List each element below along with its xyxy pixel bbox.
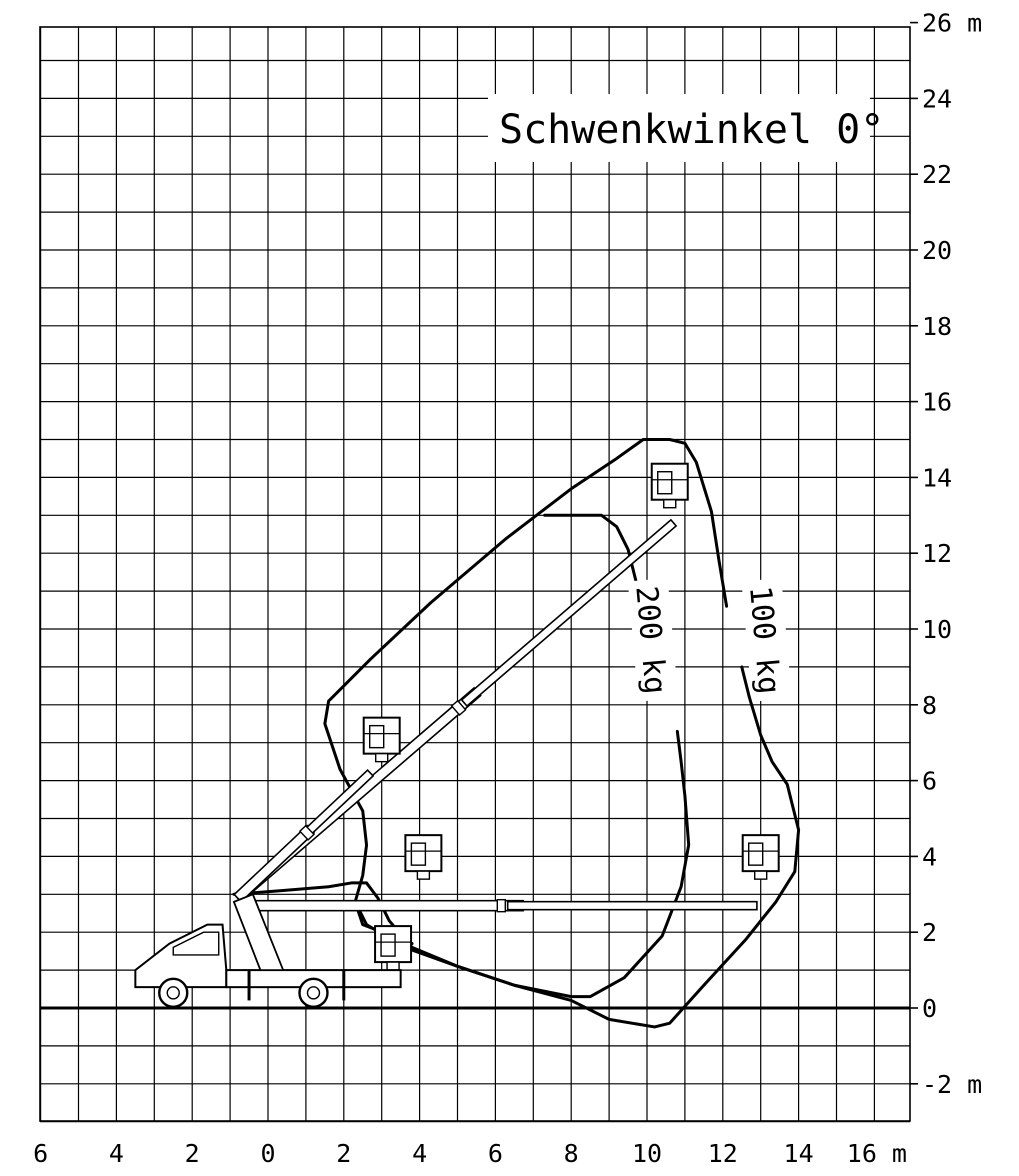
x-tick-label: 6	[488, 1139, 503, 1168]
load-label-bg	[627, 578, 679, 702]
basket-door	[380, 933, 396, 957]
basket-mount	[663, 499, 677, 509]
y-tick-label: 0	[922, 994, 937, 1023]
boom-arm	[233, 768, 375, 903]
envelope-curve	[232, 665, 801, 1029]
truck-wheel-hub	[306, 986, 321, 1000]
basket-door	[369, 724, 385, 749]
basket-mount	[386, 961, 400, 971]
basket	[374, 925, 413, 971]
basket-door	[410, 842, 427, 866]
boom-section-base	[236, 899, 525, 912]
basket	[362, 716, 401, 763]
envelope-curve	[357, 729, 691, 999]
x-tick-label: 16 m	[847, 1139, 907, 1168]
y-tick-label: 12	[922, 539, 952, 568]
y-tick-label: 14	[922, 463, 952, 492]
envelope-curve	[543, 513, 641, 601]
truck	[134, 893, 402, 1009]
truck-window	[172, 931, 220, 956]
x-tick-label: 14	[784, 1139, 814, 1168]
x-tick-label: 10	[632, 1139, 662, 1168]
boom-positions	[233, 462, 780, 971]
x-tick-label: 8	[564, 1139, 579, 1168]
basket	[404, 834, 443, 880]
reach-envelopes	[232, 438, 801, 1029]
boom-section-tip	[506, 900, 758, 911]
basket-mount	[754, 870, 768, 880]
y-tick-label: -2 m	[922, 1070, 982, 1099]
x-tick-label: 2	[185, 1139, 200, 1168]
y-tick-label: 18	[922, 312, 952, 341]
x-tick-label: 4	[109, 1139, 124, 1168]
boom-joint	[450, 699, 467, 717]
basket	[650, 462, 689, 509]
basket	[741, 834, 780, 880]
x-tick-label: 4	[412, 1139, 427, 1168]
y-tick-label: 16	[922, 388, 952, 417]
boom-section-tip	[460, 518, 678, 708]
y-tick-label: 2	[922, 918, 937, 947]
y-tick-label: 24	[922, 84, 952, 113]
truck-wheel-hub	[166, 986, 180, 1000]
boom-arm	[236, 898, 758, 913]
x-tick-label: 0	[260, 1139, 275, 1168]
truck-turret	[232, 893, 285, 971]
diagram-title: Schwenkwinkel 0°	[499, 107, 884, 153]
x-tick-label: 12	[708, 1139, 738, 1168]
boom-joint	[496, 898, 506, 913]
basket-door	[657, 471, 673, 495]
y-tick-label: 20	[922, 236, 952, 265]
y-tick-label: 8	[922, 691, 937, 720]
y-tick-label: 10	[922, 615, 952, 644]
x-axis-ticks: 6 4 2 0 2 4 6 8 10 12 14 16 m	[33, 1139, 907, 1168]
load-label-bg	[741, 578, 792, 702]
basket-door	[748, 842, 764, 866]
x-tick-label: 2	[336, 1139, 351, 1168]
y-tick-label: 26 m	[922, 9, 982, 38]
title-group: Schwenkwinkel 0°	[488, 94, 884, 162]
boom-joint	[298, 824, 315, 841]
basket-mount	[416, 870, 431, 880]
envelope-curve	[323, 438, 729, 946]
basket-mount	[375, 752, 389, 763]
y-tick-label: 22	[922, 160, 952, 189]
x-tick-label: 6	[33, 1139, 48, 1168]
y-tick-label: 4	[922, 842, 937, 871]
y-tick-label: 6	[922, 767, 937, 796]
